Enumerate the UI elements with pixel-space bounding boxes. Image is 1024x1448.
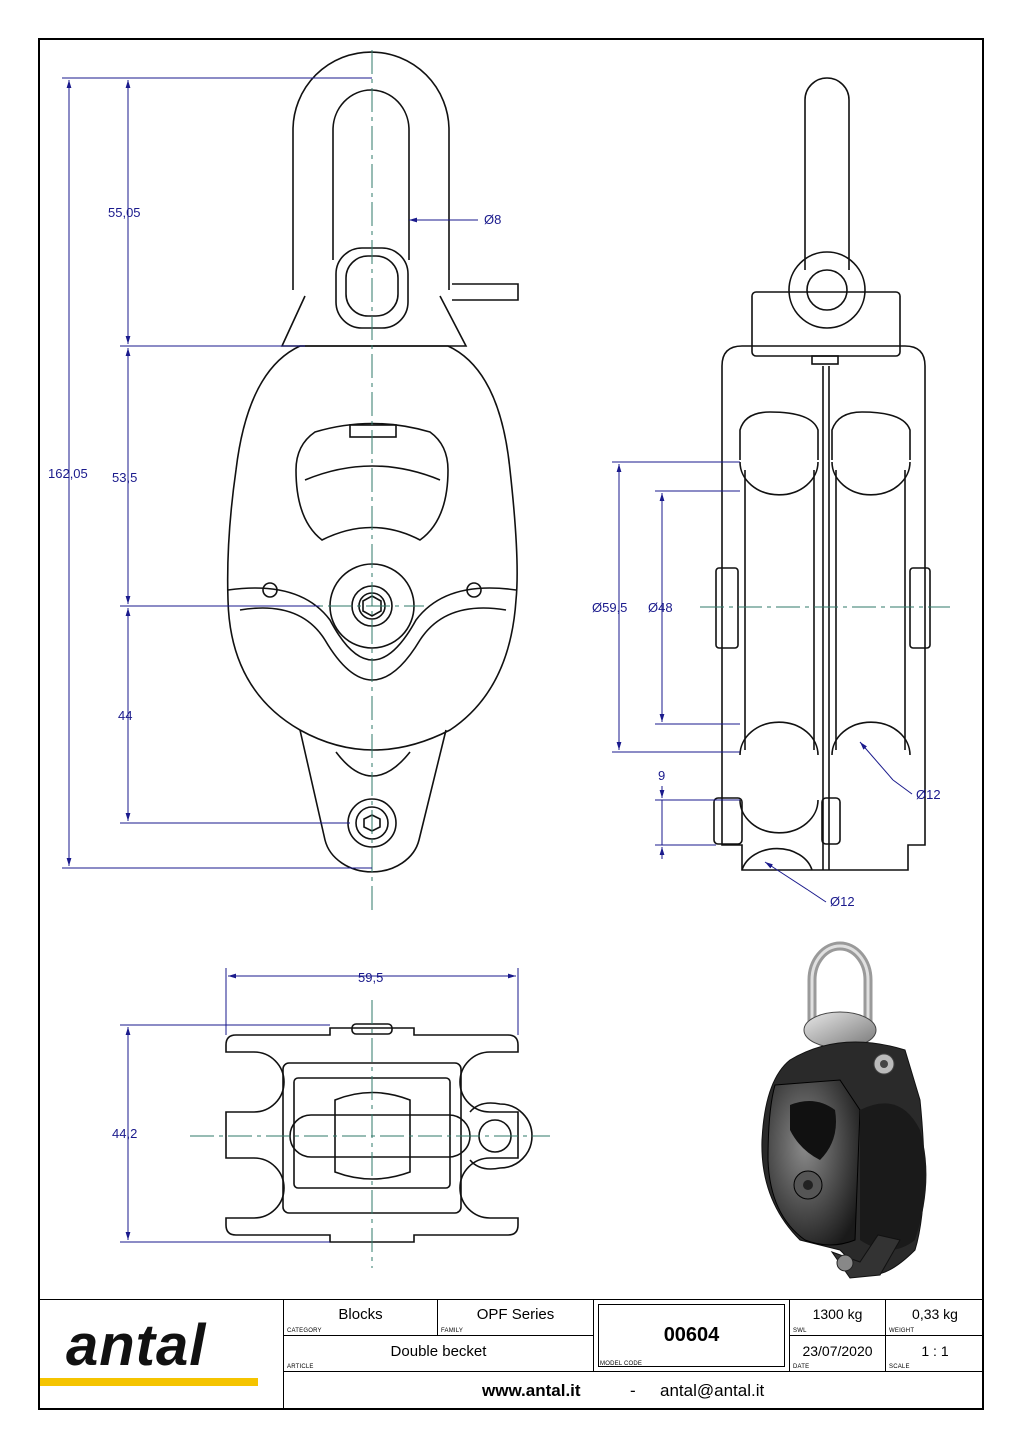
drawing-frame (38, 38, 984, 1410)
dim-rope-diameter-1: Ø12 (916, 787, 941, 802)
weight-cell: 0,33 kg WEIGHT (886, 1299, 984, 1336)
date-value: 23/07/2020 (802, 1343, 873, 1359)
dim-shackle-height: 55,05 (108, 205, 141, 220)
dim-sheave-inner: Ø48 (648, 600, 673, 615)
swl-value: 1300 kg (812, 1306, 863, 1322)
title-block: antal Blocks CATEGORY OPF Series FAMILY … (38, 1299, 984, 1410)
model-code-value: 00604 (663, 1324, 720, 1346)
website-link[interactable]: www.antal.it (482, 1381, 581, 1400)
email-link[interactable]: antal@antal.it (660, 1381, 765, 1400)
category-value: Blocks (338, 1306, 383, 1323)
scale-key: SCALE (889, 1364, 910, 1370)
brand-accent-bar (40, 1378, 258, 1386)
article-key: ARTICLE (287, 1364, 314, 1370)
dim-becket-height: 44 (118, 708, 132, 723)
model-code-key: MODEL CODE (600, 1361, 643, 1367)
product-render (761, 941, 927, 1279)
swl-cell: 1300 kg SWL (790, 1299, 886, 1336)
family-value: OPF Series (476, 1306, 555, 1323)
brand-logo: antal (66, 1313, 207, 1378)
weight-value: 0,33 kg (912, 1306, 958, 1322)
category-key: CATEGORY (287, 1328, 322, 1334)
date-key: DATE (793, 1364, 810, 1370)
dim-pin-diameter: Ø8 (484, 212, 501, 227)
date-cell: 23/07/2020 DATE (790, 1336, 886, 1372)
dim-becket-gap: 9 (658, 768, 665, 783)
swl-key: SWL (793, 1328, 807, 1334)
logo-cell: antal (38, 1299, 284, 1410)
dim-body-height: 53,5 (112, 470, 137, 485)
scale-value: 1 : 1 (921, 1343, 949, 1359)
category-cell: Blocks CATEGORY (284, 1299, 438, 1336)
article-cell: Double becket ARTICLE (284, 1336, 594, 1372)
contact-cell: www.antal.it - antal@antal.it (284, 1372, 984, 1410)
dim-rope-diameter-2: Ø12 (830, 894, 855, 909)
family-cell: OPF Series FAMILY (438, 1299, 594, 1336)
side-view (713, 77, 931, 871)
weight-key: WEIGHT (889, 1328, 915, 1334)
dim-width: 59,5 (358, 970, 383, 985)
contact-separator: - (630, 1381, 636, 1400)
article-value: Double becket (390, 1343, 487, 1360)
family-key: FAMILY (441, 1328, 464, 1334)
dimension-lines (62, 77, 913, 1243)
model-code-cell: 00604 MODEL CODE (594, 1299, 790, 1372)
dim-overall-height: 162,05 (48, 466, 88, 481)
dim-depth: 44,2 (112, 1126, 137, 1141)
scale-cell: 1 : 1 SCALE (886, 1336, 984, 1372)
dimension-labels: 162,05 55,05 53,5 44 Ø8 Ø59,5 Ø48 Ø12 Ø1… (48, 205, 941, 1141)
dim-sheave-outer: Ø59,5 (592, 600, 627, 615)
